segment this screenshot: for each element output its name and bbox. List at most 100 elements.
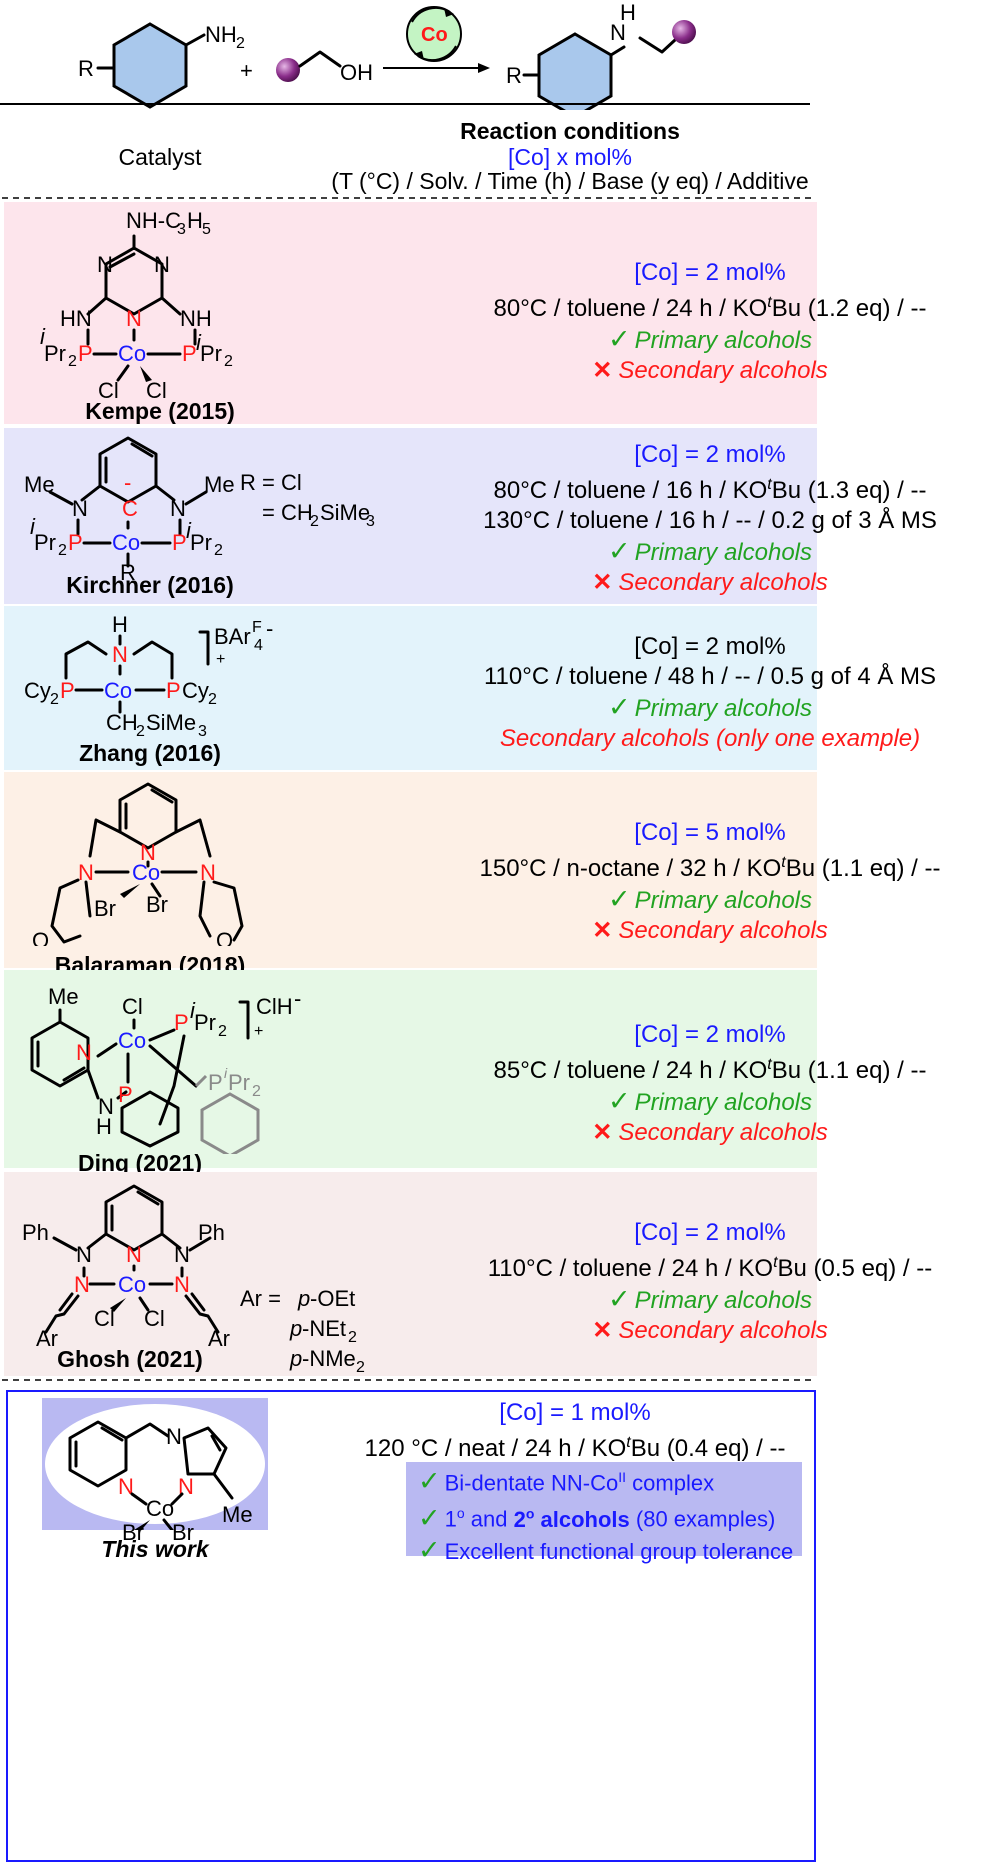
- balaraman-cat-loading: [Co] = 5 mol%: [634, 819, 786, 846]
- svg-text:2: 2: [218, 1023, 227, 1040]
- kirchner-secondary: ✕Secondary alcohols: [592, 569, 828, 596]
- svg-text:N: N: [126, 306, 142, 331]
- this-work-structure: N N N Me Co: [45, 1404, 265, 1530]
- check-icon: ✓: [418, 1534, 441, 1565]
- cross-icon: ✕: [592, 569, 613, 596]
- feature-alcohols: ✓1o and 2o alcohols (80 examples): [418, 1502, 776, 1533]
- row-ghosh: [4, 1172, 817, 1376]
- kirchner-label: Kirchner (2016): [66, 572, 234, 598]
- svg-text:N: N: [610, 20, 626, 45]
- svg-text:N: N: [200, 860, 216, 885]
- check-icon: ✓: [607, 884, 631, 914]
- svg-text:Co: Co: [118, 341, 146, 366]
- row-kirchner: [4, 428, 817, 604]
- check-icon: ✓: [607, 692, 631, 722]
- ding-label: Ding (2021): [78, 1150, 202, 1176]
- check-icon: ✓: [418, 1466, 441, 1497]
- zhang-cat-loading: [Co] = 2 mol%: [634, 633, 786, 660]
- svg-text:CH: CH: [106, 710, 138, 735]
- ghosh-condition-line: 110°C / toluene / 24 h / KOtBu (0.5 eq) …: [487, 1254, 933, 1282]
- svg-text:N: N: [74, 1272, 90, 1297]
- reaction-arrow: Co: [383, 6, 490, 73]
- ding-secondary: ✕Secondary alcohols: [592, 1119, 828, 1146]
- svg-text:Cl: Cl: [122, 994, 143, 1019]
- alcohol-structure: OH: [276, 50, 373, 85]
- svg-text:H: H: [620, 0, 636, 25]
- this-work-cat-loading: [Co] = 1 mol%: [499, 1399, 651, 1426]
- ghosh-conditions: [Co] = 2 mol% 110°C / toluene / 24 h / K…: [440, 1218, 980, 1346]
- svg-text:N: N: [72, 496, 88, 521]
- svg-text:-NMe: -NMe: [302, 1346, 356, 1371]
- svg-text:N: N: [78, 860, 94, 885]
- svg-text:H: H: [187, 208, 203, 233]
- kempe-condition-line: 80°C / toluene / 24 h / KOtBu (1.2 eq) /…: [493, 294, 927, 322]
- ding-conditions: [Co] = 2 mol% 85°C / toluene / 24 h / KO…: [440, 1020, 980, 1148]
- kempe-secondary: ✕Secondary alcohols: [592, 357, 828, 384]
- this-work-co-details: Br Br: [122, 1520, 194, 1545]
- svg-text:N: N: [97, 252, 113, 277]
- kirchner-condition-line-1: 80°C / toluene / 16 h / KOtBu (1.3 eq) /…: [493, 476, 927, 504]
- svg-text:5: 5: [202, 221, 211, 238]
- svg-text:= CH: = CH: [262, 500, 313, 525]
- svg-text:R = Cl: R = Cl: [240, 470, 302, 495]
- this-work-label: This work: [101, 1536, 209, 1562]
- svg-text:3: 3: [366, 513, 375, 530]
- svg-text:Br: Br: [172, 1520, 194, 1545]
- svg-text:N: N: [170, 496, 186, 521]
- svg-text:Me: Me: [48, 984, 79, 1009]
- svg-text:R: R: [78, 56, 94, 81]
- kirchner-cat-loading: [Co] = 2 mol%: [634, 441, 786, 468]
- svg-text:H: H: [96, 1114, 112, 1139]
- cross-icon: ✕: [592, 1317, 613, 1344]
- svg-text:N: N: [154, 252, 170, 277]
- this-work-conditions: [Co] = 1 mol% 120 °C / neat / 24 h / KOt…: [340, 1398, 810, 1464]
- svg-text:SiMe: SiMe: [320, 500, 370, 525]
- svg-text:F: F: [252, 619, 262, 636]
- svg-text:3: 3: [177, 221, 186, 238]
- svg-text:+: +: [254, 1023, 263, 1040]
- svg-text:2: 2: [214, 542, 223, 559]
- svg-text:-: -: [266, 616, 273, 641]
- this-work-condition-line: 120 °C / neat / 24 h / KOtBu (0.4 eq) / …: [364, 1434, 786, 1462]
- svg-text:Cl: Cl: [146, 378, 167, 403]
- ding-primary: ✓Primary alcohols: [607, 1086, 812, 1116]
- balaraman-secondary: ✕Secondary alcohols: [592, 917, 828, 944]
- kempe-conditions: [Co] = 2 mol% 80°C / toluene / 24 h / KO…: [440, 258, 980, 386]
- check-icon: ✓: [418, 1502, 441, 1533]
- conditions-cat-header: [Co] x mol%: [508, 144, 632, 170]
- svg-text:N: N: [126, 1242, 142, 1267]
- svg-text:Co: Co: [112, 530, 140, 555]
- svg-text:NH-C: NH-C: [126, 208, 181, 233]
- svg-text:Co: Co: [146, 1496, 174, 1521]
- svg-text:ClH: ClH: [256, 994, 293, 1019]
- balaraman-conditions: [Co] = 5 mol% 150°C / n-octane / 32 h / …: [440, 818, 980, 946]
- ghosh-primary: ✓Primary alcohols: [607, 1284, 812, 1314]
- svg-text:N: N: [98, 1094, 114, 1119]
- dashed-divider: [2, 197, 815, 199]
- svg-text:P: P: [166, 678, 181, 703]
- svg-text:2: 2: [224, 353, 233, 370]
- svg-text:Pr: Pr: [200, 341, 222, 366]
- kempe-label: Kempe (2015): [85, 398, 235, 424]
- svg-text:Ar =: Ar =: [240, 1286, 281, 1311]
- kirchner-primary: ✓Primary alcohols: [607, 536, 812, 566]
- svg-text:i: i: [224, 1065, 228, 1081]
- svg-text:P: P: [68, 530, 83, 555]
- svg-text:Br: Br: [122, 1520, 144, 1545]
- svg-text:P: P: [118, 1082, 133, 1107]
- conditions-legend: (T (°C) / Solv. / Time (h) / Base (y eq)…: [331, 168, 809, 194]
- svg-text:i: i: [40, 324, 46, 349]
- ghosh-cat-loading: [Co] = 2 mol%: [634, 1219, 786, 1246]
- svg-text:2: 2: [356, 1359, 365, 1374]
- svg-text:Me: Me: [222, 1502, 253, 1527]
- svg-text:Cl: Cl: [144, 1306, 165, 1331]
- svg-text:NH: NH: [205, 22, 237, 47]
- zhang-conditions: [Co] = 2 mol% 110°C / toluene / 48 h / -…: [440, 632, 980, 754]
- svg-text:Pr: Pr: [34, 530, 56, 555]
- ghosh-label: Ghosh (2021): [57, 1346, 203, 1372]
- zhang-primary: ✓Primary alcohols: [607, 692, 812, 722]
- check-icon: ✓: [607, 1086, 631, 1116]
